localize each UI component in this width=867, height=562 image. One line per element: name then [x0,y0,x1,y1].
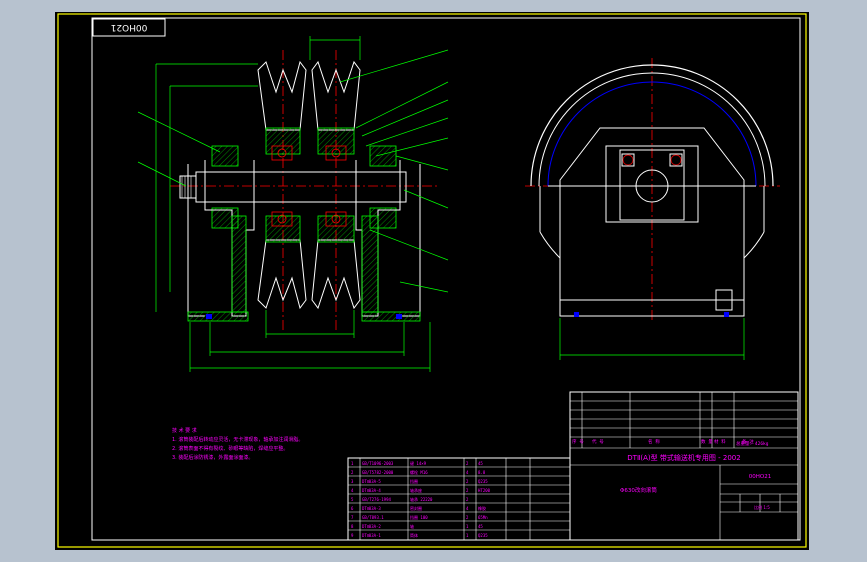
note-line-1: 1. 滚筒装配后转动应灵活，无卡滞现象，轴承加注润滑脂。 [172,436,303,443]
drawing-area [55,12,809,550]
parts-cell: 轴承座 [410,487,422,493]
parts-cell: GB/T1096-2003 [362,461,394,466]
parts-cell: 9 [351,533,354,538]
parts-cell: 橡胶 [478,505,486,511]
parts-cell: 键 14×9 [410,460,427,466]
parts-cell: 挡圈 100 [410,514,428,520]
parts-cell: 2 [466,515,469,520]
parts-cell: Q235 [478,479,488,484]
parts-cell: 45 [478,524,483,529]
drawing-code: 00HO21 [749,474,771,480]
title-label-no: 序 号 [572,438,584,445]
title-mass: 总重量: 426kg [736,440,769,447]
parts-cell: 2 [351,470,354,475]
title-label-qty: 数 量 [701,438,713,445]
parts-cell: DTⅡ03A-4 [362,488,381,493]
parts-cell: GB/T5782-2000 [362,470,394,475]
stamp-box: 00HO21 [92,18,166,37]
parts-cell: 4 [466,470,469,475]
outer-frame [57,13,807,548]
parts-cell: GB/T276-1994 [362,497,391,502]
title-standard: DTⅡ(A)型 带式输送机专用图 - 2002 [627,453,740,462]
parts-cell: 4 [351,488,354,493]
title-label-name: 名 称 [648,438,660,445]
parts-cell: HT200 [478,488,491,493]
parts-cell: DTⅡ03A-2 [362,524,381,529]
parts-cell: 6 [351,506,354,511]
parts-cell: 2 [466,479,469,484]
stamp-text: 00HO21 [111,22,148,32]
parts-cell: 1 [351,461,354,466]
section-view [137,36,449,372]
parts-cell: 挡圈 [410,478,418,484]
parts-cell: DTⅡ03A-1 [362,533,381,538]
parts-cell: DTⅡ03A-3 [362,506,381,511]
parts-cell: 7 [351,515,354,520]
parts-cell: 45 [478,461,483,466]
parts-cell: 65Mn [478,515,488,520]
parts-cell: 1 [466,524,469,529]
parts-cell: 8.8 [478,470,486,475]
note-heading: 技 术 要 求 [172,427,197,434]
parts-cell: 2 [466,488,469,493]
parts-cell: 5 [351,497,354,502]
parts-cell: 8 [351,524,354,529]
technical-notes: 技 术 要 求 1. 滚筒装配后转动应灵活，无卡滞现象，轴承加注润滑脂。 2. … [172,427,303,461]
drawing-scale: 比例 1:5 [754,504,770,510]
parts-cell: 3 [351,479,354,484]
parts-cell: Q235 [478,533,488,538]
parts-cell: GB/T893.1 [362,515,384,520]
title-block: 序 号 代 号 名 称 数 量 材 料 备 注 总重量: 426kg DTⅡ(A… [569,391,799,541]
parts-cell: 2 [466,497,469,502]
parts-cell: 4 [466,506,469,511]
parts-cell: 轴 [410,523,414,529]
parts-cell: 密封圈 [410,505,422,511]
note-line-3: 3. 装配后涂防锈漆，外露面涂面漆。 [172,454,253,461]
parts-cell: 螺栓 M16 [410,469,428,475]
note-line-2: 2. 滚筒表面不得有裂纹、砂眼等缺陷，焊缝应平整。 [172,445,288,452]
end-view [525,58,780,360]
title-label-code: 代 号 [592,438,604,445]
title-label-remark: 备 注 [742,438,754,445]
parts-cell: DTⅡ03A-5 [362,479,381,484]
parts-cell: 轴承 22220 [410,496,433,502]
title-label-material: 材 料 [714,438,726,445]
parts-cell: 2 [466,461,469,466]
drawing-name: Φ630改向滚筒 [620,486,657,494]
parts-cell: 1 [466,533,469,538]
parts-cell: 筒体 [410,532,418,538]
